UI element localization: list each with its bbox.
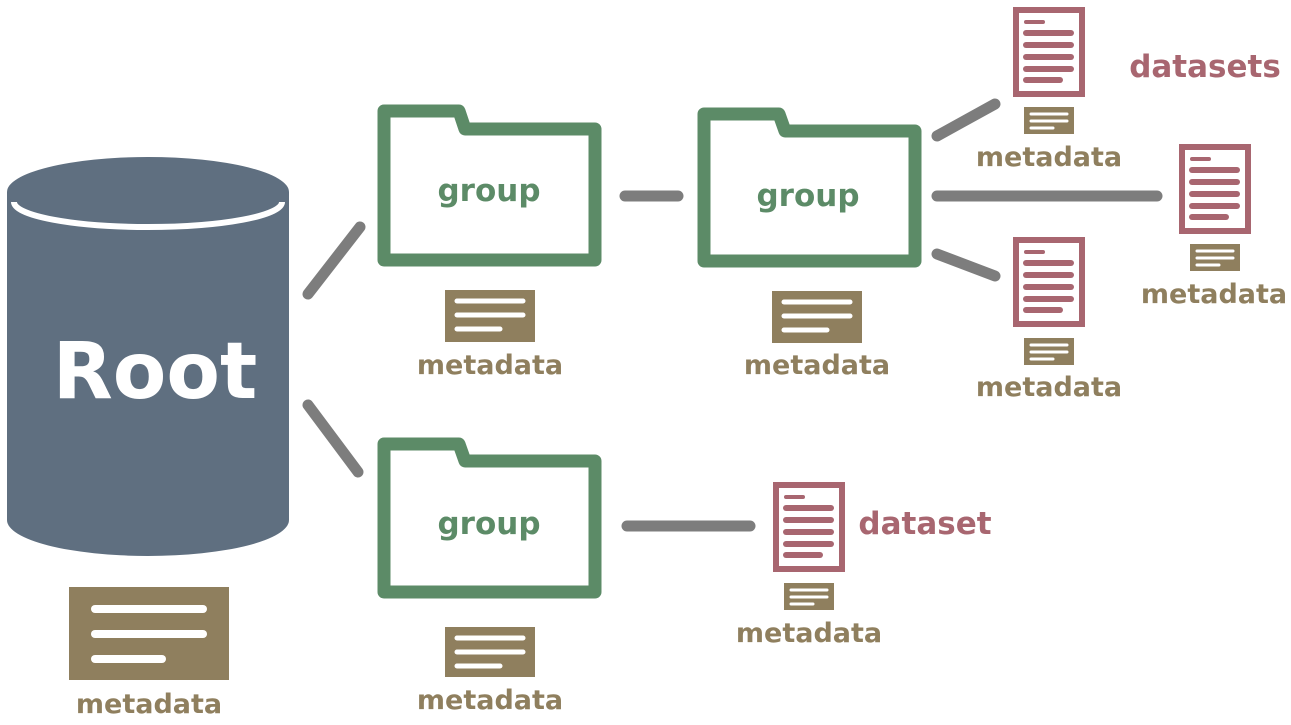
group-2-folder-icon [697,107,922,268]
dataset-2-metadata-icon [1190,244,1240,271]
dataset-4-document-icon [773,482,845,572]
dataset-1-metadata-label: metadata [976,142,1122,173]
dataset-1-document-icon [1013,7,1085,97]
group-2-metadata-label: metadata [744,350,890,381]
dataset-3-metadata-label: metadata [976,372,1122,403]
group-2-label: group [756,178,859,214]
group-1-metadata-label: metadata [417,350,563,381]
connectors [302,98,1163,532]
connector-root-group-3 [302,399,364,478]
dataset-4-metadata-label: metadata [736,618,882,649]
group-3-metadata-label: metadata [417,685,563,716]
connector-root-group-1 [302,221,366,300]
dataset-2-document-icon [1179,144,1251,234]
connector-group-2-dataset-lower [931,248,1001,282]
group-3-label: group [437,506,540,542]
group-3-metadata-icon [445,627,535,677]
root-metadata-label: metadata [76,689,222,720]
root-database-icon [7,157,289,556]
dataset-3-metadata-icon [1024,338,1074,365]
group-1-label: group [437,173,540,209]
dataset-2-metadata-label: metadata [1141,279,1287,310]
connector-group-2-dataset-top [931,98,1001,142]
dataset-label: dataset [858,506,991,542]
group-1-folder-icon [377,104,602,267]
root-metadata-icon [69,587,229,680]
root-label: Root [53,327,258,417]
dataset-3-document-icon [1013,237,1085,327]
dataset-4-metadata-icon [784,583,834,610]
dataset-1-metadata-icon [1024,107,1074,134]
group-3-folder-icon [377,437,602,599]
group-1-metadata-icon [445,290,535,342]
group-2-metadata-icon [772,291,862,343]
datasets-label: datasets [1129,49,1281,85]
